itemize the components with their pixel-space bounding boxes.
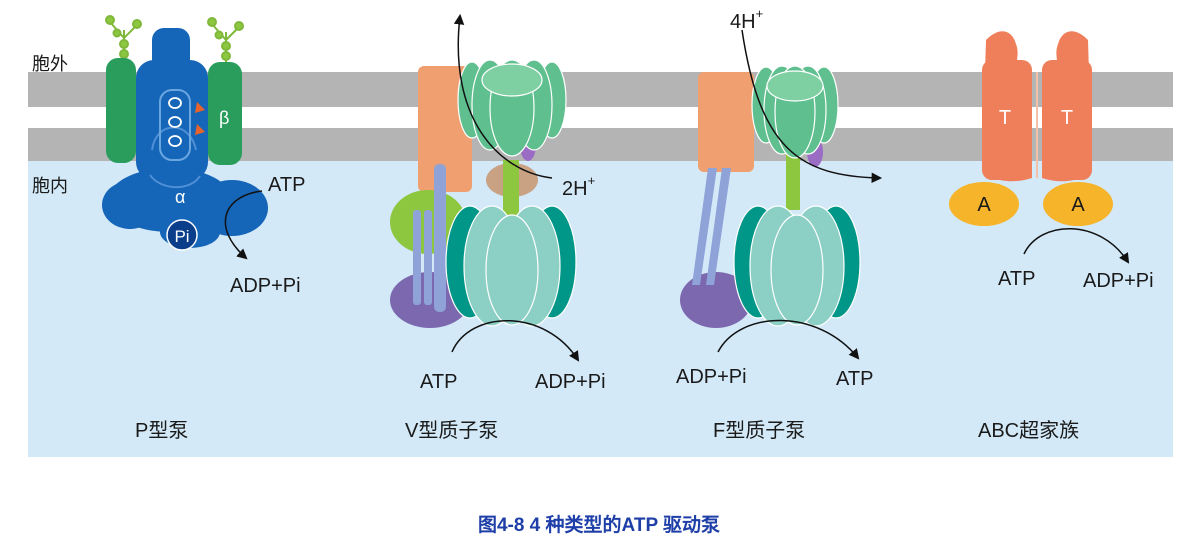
beta-subunit-label: β xyxy=(219,108,229,128)
abc-atp-label: ATP xyxy=(998,268,1035,290)
p-adp-pi-label: ADP+Pi xyxy=(230,275,301,297)
v-adp-pi-label: ADP+Pi xyxy=(535,371,606,393)
abc-t-label-right: T xyxy=(1061,107,1073,129)
abc-t-label-left: T xyxy=(999,107,1011,129)
p-type-pump-title: P型泵 xyxy=(135,419,188,442)
f-type-pump-title: F型质子泵 xyxy=(713,419,805,442)
f-atp-label: ATP xyxy=(836,368,873,390)
figure-caption: 图4-8 4 种类型的ATP 驱动泵 xyxy=(477,515,721,536)
f-type-proton-pump: 4H+ ADP+Pi ATP xyxy=(676,6,883,390)
v-2h-label: 2H+ xyxy=(562,173,595,200)
abc-a-label-right: A xyxy=(1071,194,1085,216)
v-atp-label: ATP xyxy=(420,371,457,393)
outside-label: 胞外 xyxy=(32,54,68,74)
v-type-pump-title: V型质子泵 xyxy=(405,419,498,442)
v-type-proton-pump: 2H+ ATP ADP+Pi xyxy=(390,13,606,393)
inside-label: 胞内 xyxy=(32,176,68,196)
alpha-subunit-label: α xyxy=(175,187,185,207)
f-adp-pi-label: ADP+Pi xyxy=(676,366,747,388)
abc-a-label-left: A xyxy=(977,194,991,216)
p-type-pump: β α Pi ATP ADP+Pi xyxy=(102,15,305,297)
phosphate-label: Pi xyxy=(174,227,189,246)
abc-adp-pi-label: ADP+Pi xyxy=(1083,270,1154,292)
glycan-chain-icon xyxy=(105,15,142,60)
p-atp-label: ATP xyxy=(268,174,305,196)
glycan-chain-icon xyxy=(207,17,244,62)
f-4h-label: 4H+ xyxy=(730,6,763,33)
abc-transporter: T T A A ATP ADP+Pi xyxy=(949,31,1154,292)
abc-superfamily-title: ABC超家族 xyxy=(978,419,1079,442)
